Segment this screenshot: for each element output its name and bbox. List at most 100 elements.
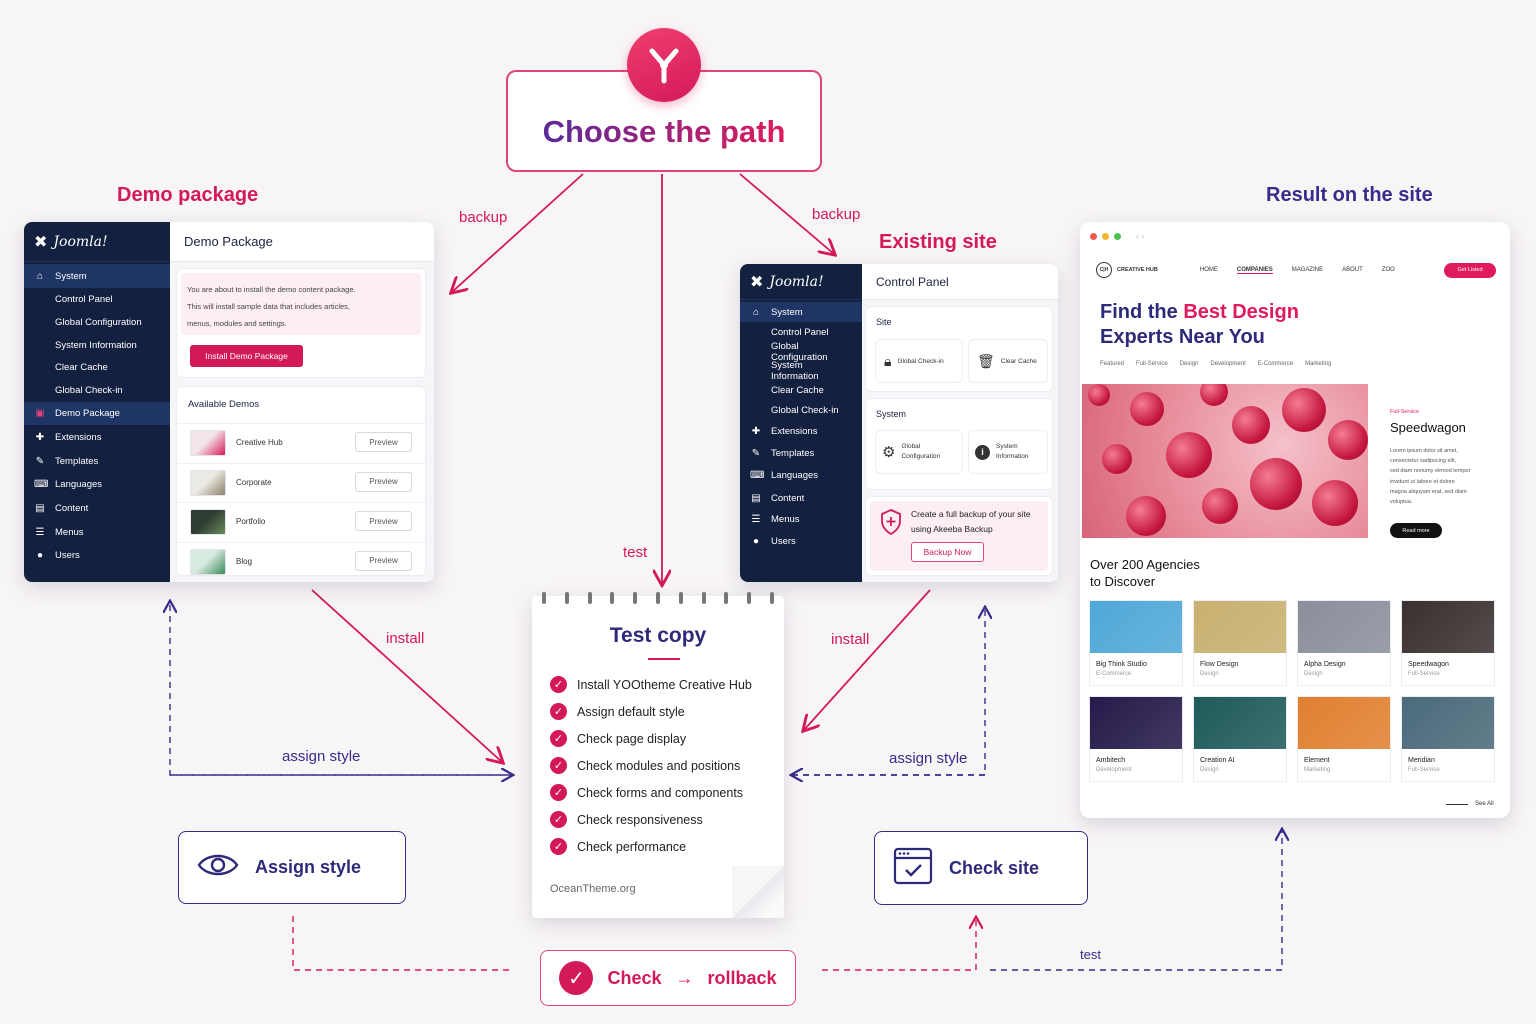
site-tag[interactable]: Featured — [1100, 361, 1125, 367]
sidebar-item-control-panel[interactable]: Control Panel — [24, 288, 170, 311]
sidebar-item-demo-package[interactable]: ▣Demo Package — [24, 402, 170, 425]
get-listed-button[interactable]: Get Listed — [1444, 262, 1496, 278]
feature-text-line: voluptua. — [1390, 499, 1413, 506]
site-tag[interactable]: Development — [1210, 361, 1246, 367]
sidebar-item-languages[interactable]: ⌨Languages — [24, 473, 170, 496]
preview-button[interactable]: Preview — [355, 432, 412, 452]
site-tag[interactable]: Marketing — [1305, 361, 1332, 367]
agency-image — [1194, 697, 1286, 749]
edge-label-test-center: test — [623, 544, 648, 561]
joomla-logo-existing: ✖ Joomla! — [740, 264, 862, 300]
check-circle-icon: ✓ — [559, 961, 594, 995]
edge-label-backup-left: backup — [459, 209, 508, 226]
sidebar-item-system[interactable]: ⌂System — [24, 264, 170, 288]
info-icon: i — [975, 444, 990, 460]
preview-button[interactable]: Preview — [355, 471, 412, 492]
site-tag[interactable]: E-Commerce — [1257, 361, 1294, 367]
window-controls: ‹ ‹ — [1090, 232, 1145, 241]
site-nav-magazine[interactable]: MAGAZINE — [1291, 266, 1324, 273]
clear-cache-tile[interactable]: 🗑︎ Clear Cache — [968, 339, 1048, 383]
site-nav-home[interactable]: HOME — [1199, 266, 1218, 273]
agency-name: Ambitech — [1096, 757, 1126, 764]
sidebar-item-global-check-in[interactable]: Global Check-in — [24, 379, 170, 402]
sidebar-item-system-information[interactable]: System Information — [740, 360, 862, 382]
demo-name: Corporate — [236, 477, 272, 487]
demo-thumbnail — [190, 430, 226, 456]
sidebar-item-clear-cache[interactable]: Clear Cache — [24, 356, 170, 379]
notepad-rings — [542, 592, 774, 604]
sidebar-item-content[interactable]: ▤Content — [24, 496, 170, 521]
agency-category: Design — [1200, 671, 1219, 677]
site-tag[interactable]: Design — [1179, 361, 1199, 367]
existing-site-heading: Existing site — [879, 231, 997, 253]
list-icon: ☰ — [751, 514, 761, 525]
gear-icon: ⚙ — [882, 444, 896, 461]
sidebar-item-control-panel[interactable]: Control Panel — [740, 322, 862, 342]
sidebar-item-extensions[interactable]: ✚Extensions — [740, 420, 862, 443]
sidebar-item-system-information[interactable]: System Information — [24, 334, 170, 356]
notice-line-1: You are about to install the demo conten… — [187, 285, 356, 294]
sidebar-item-menus[interactable]: ☰Menus — [24, 521, 170, 544]
sidebar-item-content[interactable]: ▤Content — [740, 487, 862, 509]
checklist-label: Install YOOtheme Creative Hub — [577, 677, 752, 692]
sidebar-item-clear-cache[interactable]: Clear Cache — [740, 381, 862, 400]
agency-name: Speedwagon — [1408, 661, 1449, 668]
sidebar-item-extensions[interactable]: ✚Extensions — [24, 425, 170, 450]
sidebar-item-templates[interactable]: ✎Templates — [24, 450, 170, 473]
sidebar-item-label: Extensions — [771, 426, 818, 437]
sidebar-item-label: Clear Cache — [55, 362, 108, 373]
site-card: Site 🔒︎ Global Check-in 🗑︎ Clear Cache — [865, 306, 1053, 392]
existing-main: Control Panel Site 🔒︎ Global Check-in 🗑︎… — [862, 264, 1058, 582]
sidebar-item-label: Global Check-in — [55, 385, 123, 396]
sidebar-item-global-check-in[interactable]: Global Check-in — [740, 400, 862, 420]
sidebar-item-global-configuration[interactable]: Global Configuration — [740, 340, 862, 363]
edge-label-test-bottom: test — [1080, 947, 1101, 962]
backup-now-button[interactable]: Backup Now — [911, 542, 984, 562]
browser-check-icon — [893, 847, 933, 890]
sidebar-item-users[interactable]: ●Users — [740, 530, 862, 552]
agency-category: Full-Service — [1408, 671, 1440, 677]
demo-install-card: You are about to install the demo conten… — [176, 268, 426, 378]
preview-button[interactable]: Preview — [355, 550, 412, 571]
sidebar-item-system[interactable]: ⌂System — [740, 302, 862, 322]
site-nav-companies[interactable]: COMPANIES — [1236, 266, 1273, 274]
sidebar-item-users[interactable]: ●Users — [24, 544, 170, 567]
sidebar-item-templates[interactable]: ✎Templates — [740, 443, 862, 464]
assign-style-label: Assign style — [255, 857, 362, 877]
preview-button[interactable]: Preview — [355, 511, 412, 531]
sidebar-item-label: Demo Package — [55, 408, 120, 419]
see-all-link[interactable]: See All — [1475, 801, 1494, 807]
site-tag[interactable]: Full-Service — [1136, 361, 1168, 367]
user-icon: ● — [36, 550, 44, 561]
sidebar-item-global-configuration[interactable]: Global Configuration — [24, 311, 170, 334]
check-icon: ✓ — [550, 703, 567, 720]
global-checkin-tile[interactable]: 🔒︎ Global Check-in — [875, 339, 963, 383]
sidebar-item-menus[interactable]: ☰Menus — [740, 509, 862, 530]
sidebar-item-languages[interactable]: ⌨Languages — [740, 464, 862, 487]
site-nav-about[interactable]: ABOUT — [1342, 266, 1363, 273]
sidebar-item-label: Global Configuration — [771, 340, 828, 363]
checklist-label: Check page display — [577, 731, 687, 746]
agency-image — [1194, 601, 1286, 653]
edge-label-install-right: install — [831, 631, 870, 648]
site-nav-zoo[interactable]: ZOO — [1381, 266, 1395, 273]
install-demo-button[interactable]: Install Demo Package — [190, 345, 303, 367]
file-icon: ▤ — [35, 503, 45, 514]
sidebar-item-label: Global Check-in — [771, 404, 839, 416]
available-demos-title: Available Demos — [188, 399, 260, 410]
read-more-button[interactable]: Read more — [1390, 523, 1442, 538]
